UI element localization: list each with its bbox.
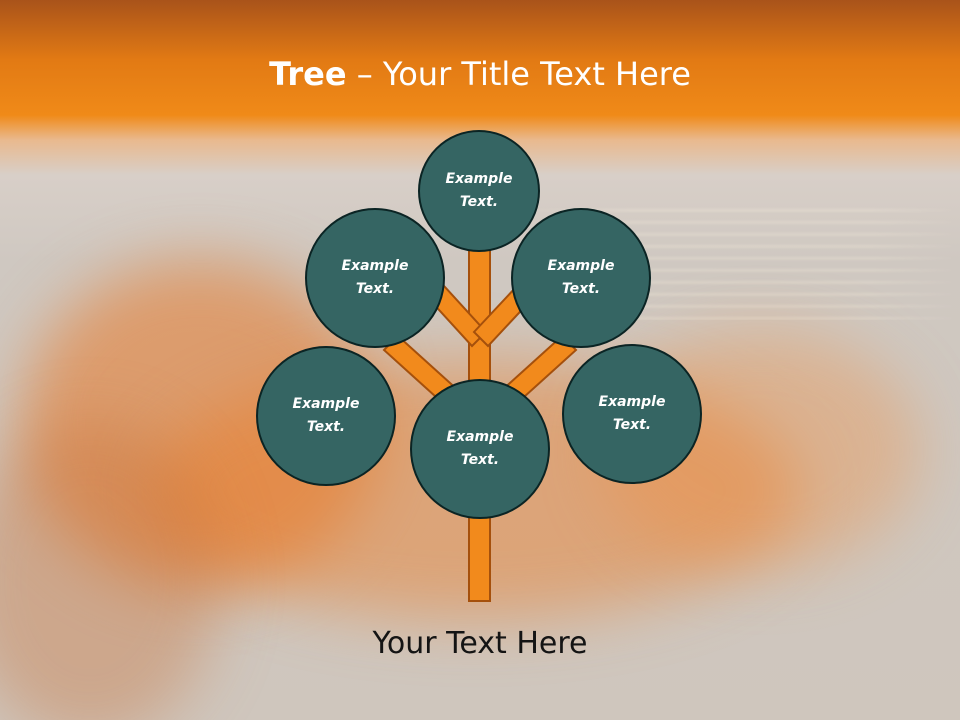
slide-caption[interactable]: Your Text Here — [372, 626, 588, 661]
title-bold: Tree — [269, 55, 347, 93]
title-rest: – Your Title Text Here — [346, 55, 691, 93]
slide-title[interactable]: Tree – Your Title Text Here — [0, 54, 960, 94]
